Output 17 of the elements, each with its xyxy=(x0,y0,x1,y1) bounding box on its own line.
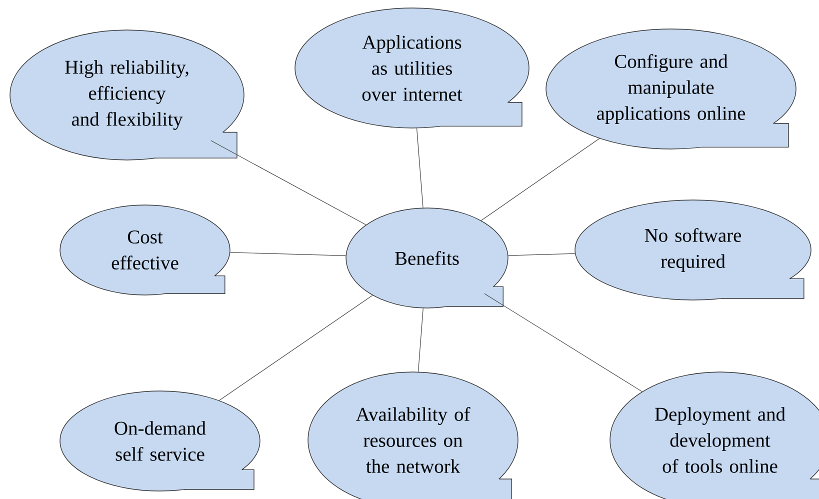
speech-bubble: Benefits xyxy=(346,208,508,308)
connector-line xyxy=(218,295,373,401)
connector-line xyxy=(480,138,600,221)
speech-bubble: On-demand self service xyxy=(60,390,260,492)
speech-bubble: Applications as utilities over internet xyxy=(294,8,530,128)
speech-bubble: Availability of resources on the network xyxy=(308,372,518,499)
connector-line xyxy=(418,308,424,372)
connector-line xyxy=(230,252,346,256)
speech-bubble: Deployment and development of tools online xyxy=(610,372,819,499)
speech-bubble: No software required xyxy=(574,200,812,300)
speech-bubble: High reliability, efficiency and flexibility xyxy=(10,30,244,160)
connector-line xyxy=(416,128,424,208)
connector-line xyxy=(484,293,642,392)
speech-bubble: Configure and manipulate applications online xyxy=(546,28,796,150)
connector-line xyxy=(210,140,366,226)
connector-line xyxy=(508,253,576,256)
speech-bubble: Cost effective xyxy=(60,204,230,296)
